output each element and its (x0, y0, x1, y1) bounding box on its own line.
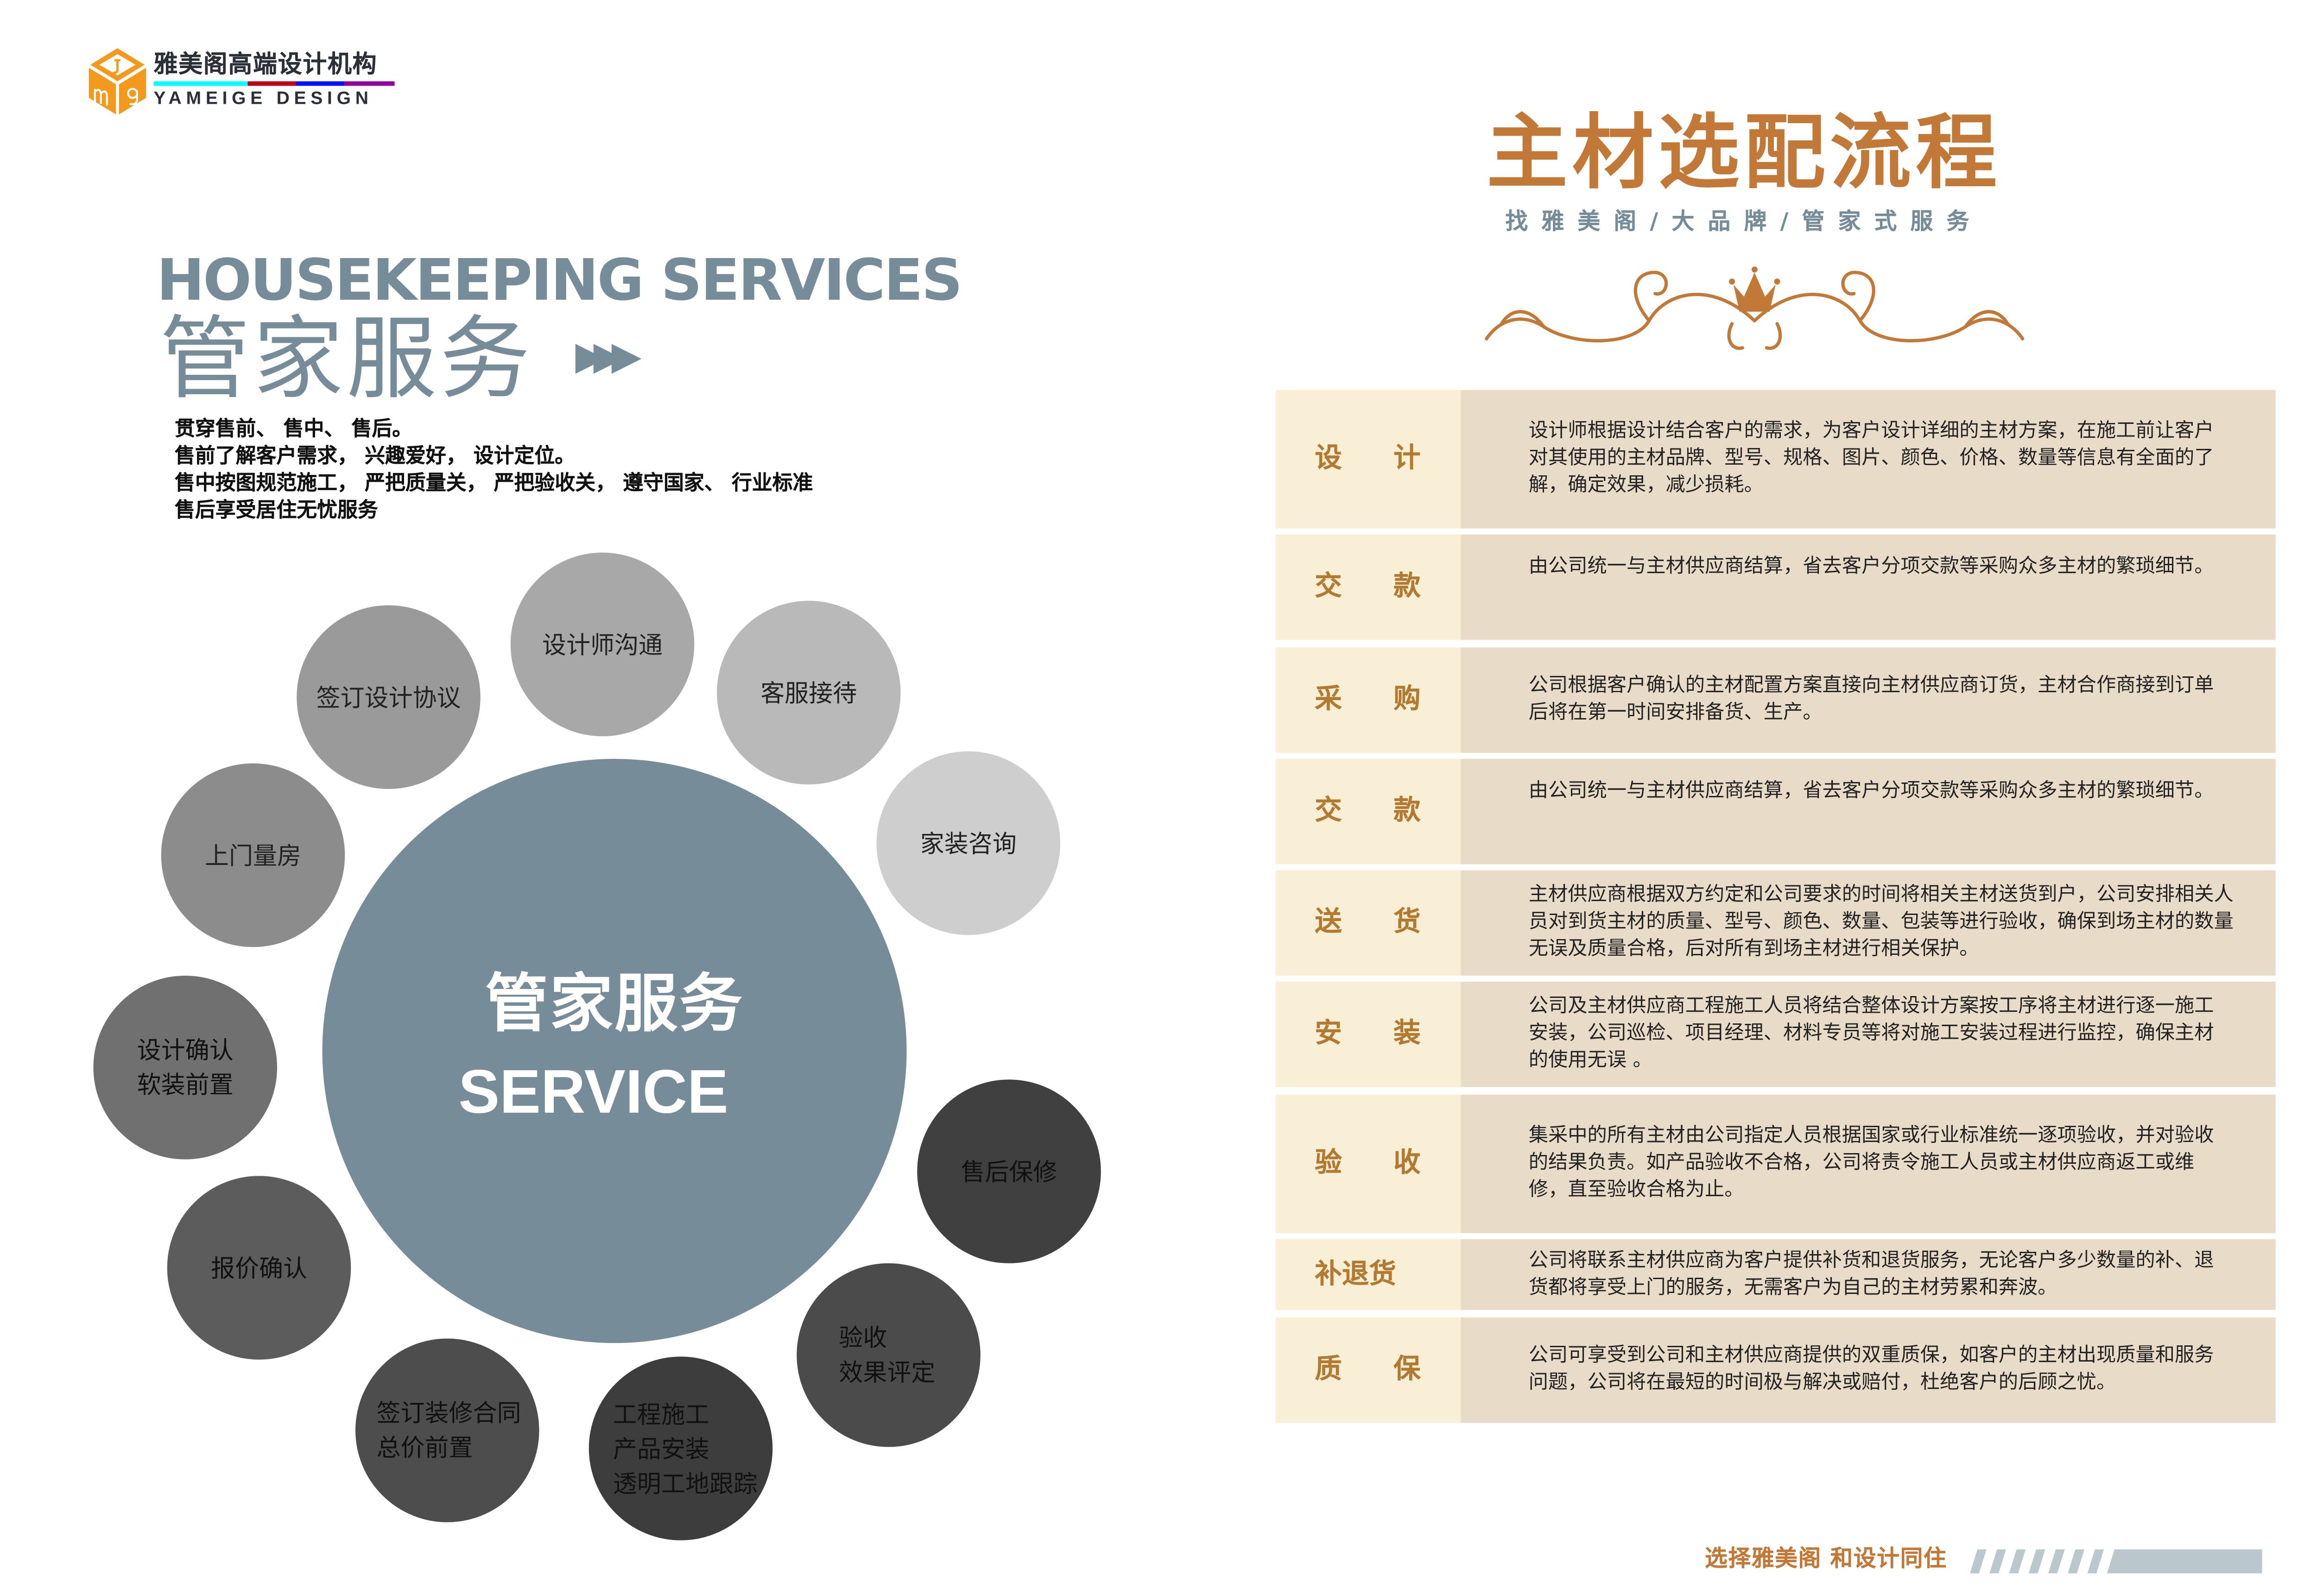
step-label: 签订设计协议 (316, 682, 461, 712)
triple-arrow-icon: ▶▶▶ (575, 334, 642, 380)
step-circle: 设计师沟通 (507, 549, 697, 739)
step-circle: 上门量房 (158, 760, 348, 950)
step-circle: 报价确认 (164, 1173, 354, 1363)
row-text: 公司可享受到公司和主材供应商提供的双重质保，如客户的主材出现质量和服务问题，公司… (1461, 1317, 2276, 1423)
process-row: 安 装公司及主材供应商工程施工人员将结合整体设计方案按工序将主材进行逐一施工安装… (1275, 982, 2276, 1087)
step-label: 设计确认 软装前置 (137, 1036, 234, 1099)
step-circle: 签订装修合同 总价前置 (352, 1335, 542, 1526)
process-row: 验 收集采中的所有主材由公司指定人员根据国家或行业标准统一逐项验收，并对验收的结… (1275, 1094, 2276, 1233)
intro-line: 贯穿售前、 售中、 售后。 (175, 417, 413, 442)
page-title: 主材选配流程 (1486, 105, 2002, 201)
row-text: 公司根据客户确认的主材配置方案直接向主材供应商订货，主材合作商接到订单后将在第一… (1461, 647, 2276, 753)
process-row: 补退货公司将联系主材供应商为客户提供补货和退货服务，无论客户多少数量的补、退货都… (1275, 1239, 2276, 1310)
row-label: 质 保 (1275, 1317, 1461, 1423)
logo-name-en: YAMEIGE DESIGN (153, 87, 373, 109)
row-text: 由公司统一与主材供应商结算，省去客户分项交款等采购众多主材的繁琐细节。 (1461, 534, 2276, 640)
process-row: 采 购公司根据客户确认的主材配置方案直接向主材供应商订货，主材合作商接到订单后将… (1275, 647, 2276, 753)
logo-color-bar (153, 81, 395, 86)
center-title-cn: 管家服务 (485, 966, 744, 1041)
row-label: 安 装 (1275, 982, 1461, 1087)
step-circle: 售后保修 (914, 1076, 1104, 1267)
crown-flourish-ornament-icon (1485, 266, 2025, 350)
stripe-bar-decoration (1970, 1549, 2262, 1574)
row-label: 设 计 (1275, 390, 1461, 529)
step-label: 签订装修合同 总价前置 (376, 1399, 521, 1462)
heading-cn: 管家服务 (159, 307, 533, 413)
logo-cube-icon (89, 48, 146, 114)
process-row: 设 计设计师根据设计结合客户的需求，为客户设计详细的主材方案，在施工前让客户对其… (1275, 390, 2276, 529)
row-text: 由公司统一与主材供应商结算，省去客户分项交款等采购众多主材的繁琐细节。 (1461, 759, 2276, 864)
step-circle: 客服接待 (714, 598, 904, 788)
step-circle: 验收 效果评定 (793, 1260, 984, 1450)
process-row: 送 货主材供应商根据双方约定和公司要求的时间将相关主材送货到户，公司安排相关人员… (1275, 870, 2276, 976)
row-text: 集采中的所有主材由公司指定人员根据国家或行业标准统一逐项验收，并对验收的结果负责… (1461, 1094, 2276, 1233)
step-circle: 签订设计协议 (293, 602, 484, 792)
step-label: 家装咨询 (920, 829, 1017, 858)
intro-line: 售中按图规范施工， 严把质量关， 严把验收关， 遵守国家、 行业标准 (175, 471, 813, 496)
footer-slogan: 选择雅美阁 和设计同住 (1705, 1545, 1947, 1572)
row-label: 补退货 (1275, 1239, 1461, 1310)
row-text: 公司将联系主材供应商为客户提供补货和退货服务，无论客户多少数量的补、退货都将享受… (1461, 1239, 2276, 1310)
step-label: 上门量房 (204, 841, 301, 870)
row-text: 设计师根据设计结合客户的需求，为客户设计详细的主材方案，在施工前让客户对其使用的… (1461, 390, 2276, 529)
row-label: 交 款 (1275, 759, 1461, 864)
row-label: 验 收 (1275, 1094, 1461, 1233)
step-label: 设计师沟通 (542, 630, 663, 659)
process-row: 交 款由公司统一与主材供应商结算，省去客户分项交款等采购众多主材的繁琐细节。 (1275, 534, 2276, 640)
step-label: 工程施工 产品安装 透明工地跟踪 (613, 1399, 758, 1498)
step-label: 客服接待 (760, 678, 857, 707)
page-subtitle: 找雅美阁/大品牌/管家式服务 (1505, 208, 1983, 235)
heading-en: HOUSEKEEPING SERVICES (157, 247, 962, 313)
center-title-en: SERVICE (458, 1057, 728, 1127)
row-label: 送 货 (1275, 870, 1461, 976)
row-label: 交 款 (1275, 534, 1461, 640)
logo-name-cn: 雅美阁高端设计机构 (153, 50, 378, 78)
intro-line: 售前了解客户需求， 兴趣爱好， 设计定位。 (175, 444, 576, 468)
row-label: 采 购 (1275, 647, 1461, 753)
process-row: 质 保公司可享受到公司和主材供应商提供的双重质保，如客户的主材出现质量和服务问题… (1275, 1317, 2276, 1423)
step-label: 报价确认 (210, 1253, 307, 1282)
process-row: 交 款由公司统一与主材供应商结算，省去客户分项交款等采购众多主材的繁琐细节。 (1275, 759, 2276, 864)
row-text: 公司及主材供应商工程施工人员将结合整体设计方案按工序将主材进行逐一施工安装，公司… (1461, 982, 2276, 1087)
step-label: 售后保修 (961, 1157, 1057, 1186)
row-text: 主材供应商根据双方约定和公司要求的时间将相关主材送货到户，公司安排相关人员对到货… (1461, 870, 2276, 976)
intro-line: 售后享受居住无忧服务 (175, 498, 378, 523)
step-circle: 设计确认 软装前置 (90, 972, 280, 1162)
service-center-circle: 管家服务 SERVICE (322, 759, 907, 1343)
intro-text: 贯穿售前、 售中、 售后。售前了解客户需求， 兴趣爱好， 设计定位。售中按图规范… (175, 416, 813, 524)
step-circle: 工程施工 产品安装 透明工地跟踪 (586, 1353, 776, 1544)
step-label: 验收 效果评定 (839, 1323, 936, 1387)
step-circle: 家装咨询 (874, 748, 1064, 938)
